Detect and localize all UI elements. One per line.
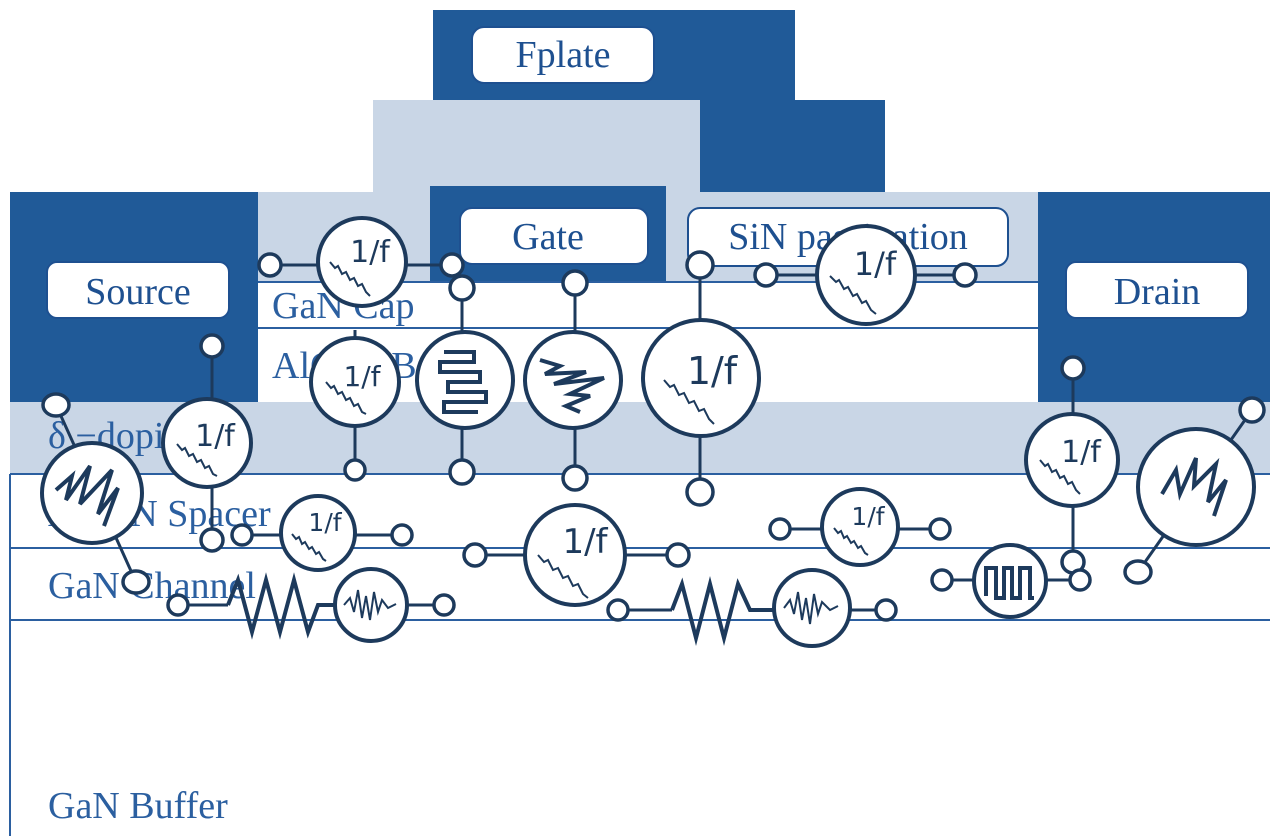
source-label: Source	[46, 261, 230, 319]
flicker-noise-source-1: 1/f	[257, 216, 465, 308]
thermal-noise-resistor-1	[166, 567, 456, 643]
gan-buffer-label: GaN Buffer	[48, 785, 228, 827]
svg-text:1/f: 1/f	[687, 349, 739, 393]
flicker-noise-source-2: 1/f	[753, 224, 978, 326]
flicker-noise-source-7: 1/f	[462, 503, 691, 607]
flicker-noise-source-6: 1/f	[230, 494, 414, 572]
svg-text:1/f: 1/f	[195, 419, 236, 454]
svg-text:Drain: Drain	[1114, 271, 1201, 313]
flicker-noise-source-8: 1/f	[768, 487, 952, 567]
gate-label: Gate	[459, 207, 649, 265]
generic-noise-source-1	[523, 269, 623, 492]
flicker-noise-source-9: 1/f	[1024, 355, 1120, 575]
sin-upper-layer	[373, 100, 700, 192]
generic-noise-source-3	[1123, 396, 1266, 585]
svg-text:1/f: 1/f	[851, 502, 885, 531]
svg-text:Source: Source	[85, 271, 191, 313]
svg-text:1/f: 1/f	[854, 245, 897, 283]
burst-noise-source-1	[415, 274, 515, 486]
fplate-label: Fplate	[471, 26, 655, 84]
svg-text:1/f: 1/f	[1061, 435, 1102, 470]
svg-text:Fplate: Fplate	[516, 34, 611, 76]
svg-text:Gate: Gate	[512, 216, 584, 258]
flicker-noise-source-3: 1/f	[309, 330, 401, 482]
thermal-noise-resistor-2	[606, 568, 898, 648]
svg-text:1/f: 1/f	[350, 235, 391, 270]
generic-noise-source-2	[40, 392, 151, 595]
fplate-right-wing	[700, 100, 885, 192]
gan-channel-label: GaN Channel	[48, 565, 256, 607]
svg-text:1/f: 1/f	[308, 508, 342, 537]
svg-text:1/f: 1/f	[562, 522, 608, 562]
drain-label: Drain	[1065, 261, 1249, 319]
flicker-noise-source-4: 1/f	[641, 250, 761, 507]
burst-noise-source-2	[930, 543, 1092, 619]
flicker-noise-source-5: 1/f	[161, 333, 253, 553]
svg-text:1/f: 1/f	[343, 360, 381, 393]
